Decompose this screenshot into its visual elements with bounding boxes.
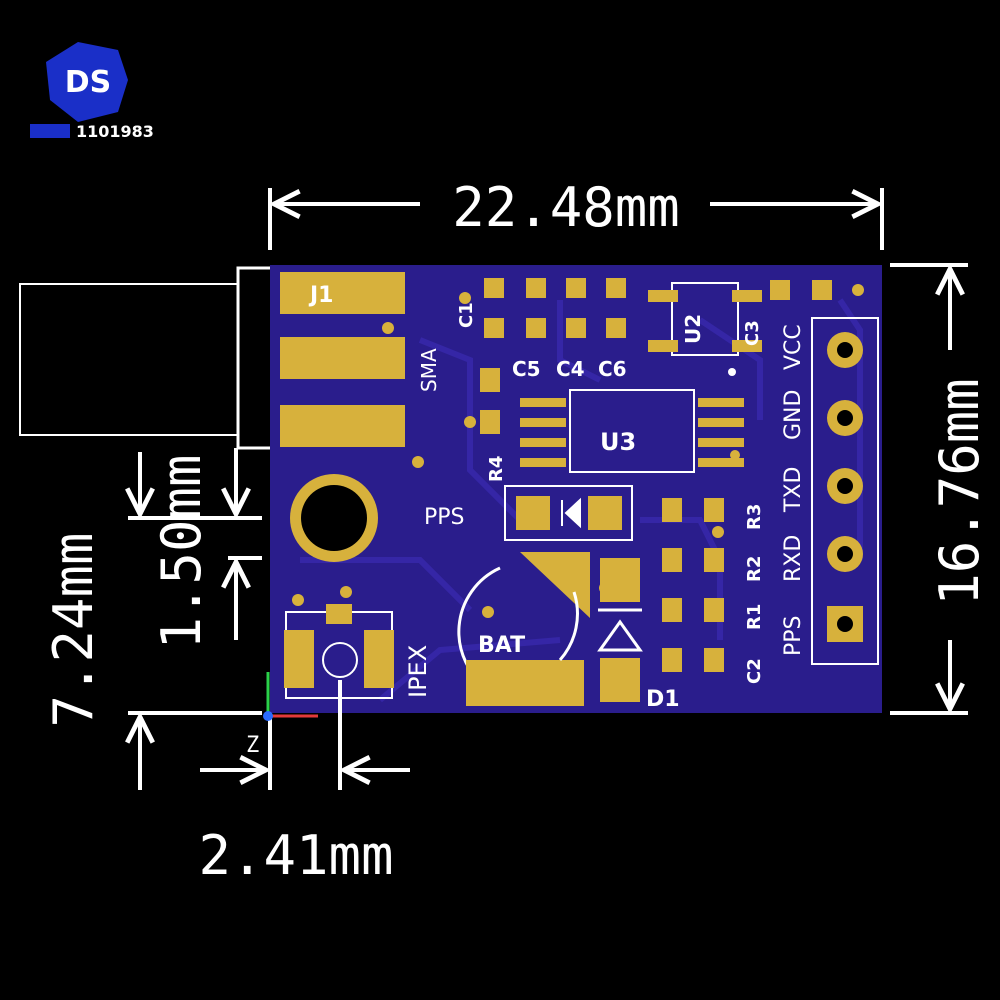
c1-label: C1 (456, 302, 477, 328)
height-dimension (890, 263, 968, 715)
pps-led-outline (504, 485, 633, 541)
brand-logo: DS 1101983 (30, 42, 154, 141)
c3-pad-a (770, 280, 790, 300)
pin-rxd-label: RXD (781, 535, 806, 582)
sma-label: SMA (417, 348, 441, 392)
r4-label: R4 (486, 456, 507, 482)
d1-label: D1 (646, 687, 680, 712)
c3-pad-b (812, 280, 832, 300)
sma-signal-pad (280, 337, 405, 379)
logo-text: 1101983 (76, 122, 154, 141)
pcb-board: J1 SMA C1 C5 C4 C6 U2 (270, 265, 882, 713)
logo-bar-icon (30, 124, 70, 138)
c3-label: C3 (742, 320, 763, 346)
pin-pps-label: PPS (781, 616, 806, 657)
header-pins (827, 332, 863, 642)
sma-connector-outline (19, 283, 243, 436)
ipex-pad-signal (326, 604, 352, 624)
r2-label: R2 (744, 556, 765, 582)
ipex-ring (322, 642, 358, 678)
width-dimension-label: 22.48mm (452, 176, 680, 239)
pin-offset-dimension (228, 448, 262, 640)
pps-led-pad-a (516, 496, 550, 530)
ipex-offset-dimension (200, 680, 410, 790)
c2-label: C2 (744, 658, 765, 684)
u2-pin1-dot (728, 368, 736, 376)
sma-connector-flange (236, 266, 276, 450)
ipex-pad-left (284, 630, 314, 688)
axis-gizmo-icon: Z (246, 672, 318, 758)
u2-pads (648, 290, 762, 352)
resistor-pads (662, 498, 724, 672)
left-offset-dimension-label: 7.24mm (42, 532, 105, 727)
battery-outline-right (558, 591, 579, 661)
c4-label: C4 (556, 357, 585, 381)
logo-badge-icon (46, 42, 128, 122)
d1-pad-b (600, 658, 640, 702)
led-diode-icon (561, 497, 581, 529)
pin-gnd-label: GND (781, 390, 806, 440)
height-dimension-label: 16.76mm (928, 378, 991, 606)
ipex-pad-right (364, 630, 394, 688)
pin-vcc-label: VCC (781, 324, 806, 370)
cap-pads-top (484, 278, 626, 338)
battery-pad (466, 660, 584, 706)
left-offset-dimension (128, 452, 262, 790)
logo-mark: DS (65, 65, 112, 100)
u3-outline (569, 389, 695, 473)
pps-led-label: PPS (424, 505, 465, 530)
battery-tab-pad (520, 552, 590, 618)
r3-label: R3 (744, 504, 765, 530)
d1-diode-icon (597, 608, 643, 652)
c5-label: C5 (512, 357, 541, 381)
u3-label: U3 (600, 428, 636, 456)
pps-led-pad-b (588, 496, 622, 530)
mounting-hole (301, 485, 367, 551)
width-dimension (268, 188, 884, 250)
r1-label: R1 (744, 604, 765, 630)
d1-pad-a (600, 558, 640, 602)
j1-label: J1 (308, 283, 334, 308)
u2-outline (671, 282, 739, 356)
u3-pads (520, 398, 744, 467)
r4-pad-b (480, 410, 500, 434)
axis-z-label: Z (246, 733, 259, 758)
c6-label: C6 (598, 357, 627, 381)
j1-pad (280, 272, 405, 314)
u2-label: U2 (681, 314, 705, 344)
ipex-label: IPEX (404, 645, 432, 698)
ipex-offset-dimension-label: 2.41mm (198, 824, 393, 887)
header-outline (811, 317, 879, 665)
pin-txd-label: TXD (781, 467, 806, 513)
bat-label: BAT (478, 633, 525, 658)
r4-pad-a (480, 368, 500, 392)
pin-offset-dimension-label: 1.50mm (150, 454, 213, 649)
